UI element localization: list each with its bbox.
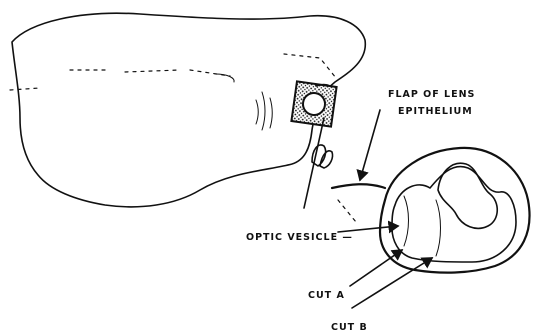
embryo-curve-mark — [215, 74, 234, 82]
flap-dashed-outline — [284, 54, 336, 78]
cut-b-label: CUT B — [331, 322, 368, 333]
cut-b-leader-arrow — [352, 258, 432, 308]
flap-stalk-dashed — [338, 200, 356, 222]
optic-vesicle-window — [291, 81, 336, 126]
flap-label-line2: EPITHELIUM — [398, 106, 473, 117]
cut-a-line — [404, 196, 409, 246]
cut-a-label: CUT A — [308, 290, 345, 301]
flap-stalk — [332, 184, 385, 188]
cut-b-line — [436, 200, 441, 256]
flap-leader-arrow — [360, 110, 380, 180]
cut-a-leader-arrow — [350, 250, 402, 286]
embryo-surface-marks — [70, 70, 230, 76]
embryo-surface-dots-left — [10, 88, 40, 90]
flap-label-line1: FLAP OF LENS — [388, 89, 475, 100]
cross-section-lobe — [438, 163, 497, 228]
embryo-stroke-marks — [256, 92, 272, 130]
optic-vesicle-label: OPTIC VESICLE — — [246, 232, 353, 243]
